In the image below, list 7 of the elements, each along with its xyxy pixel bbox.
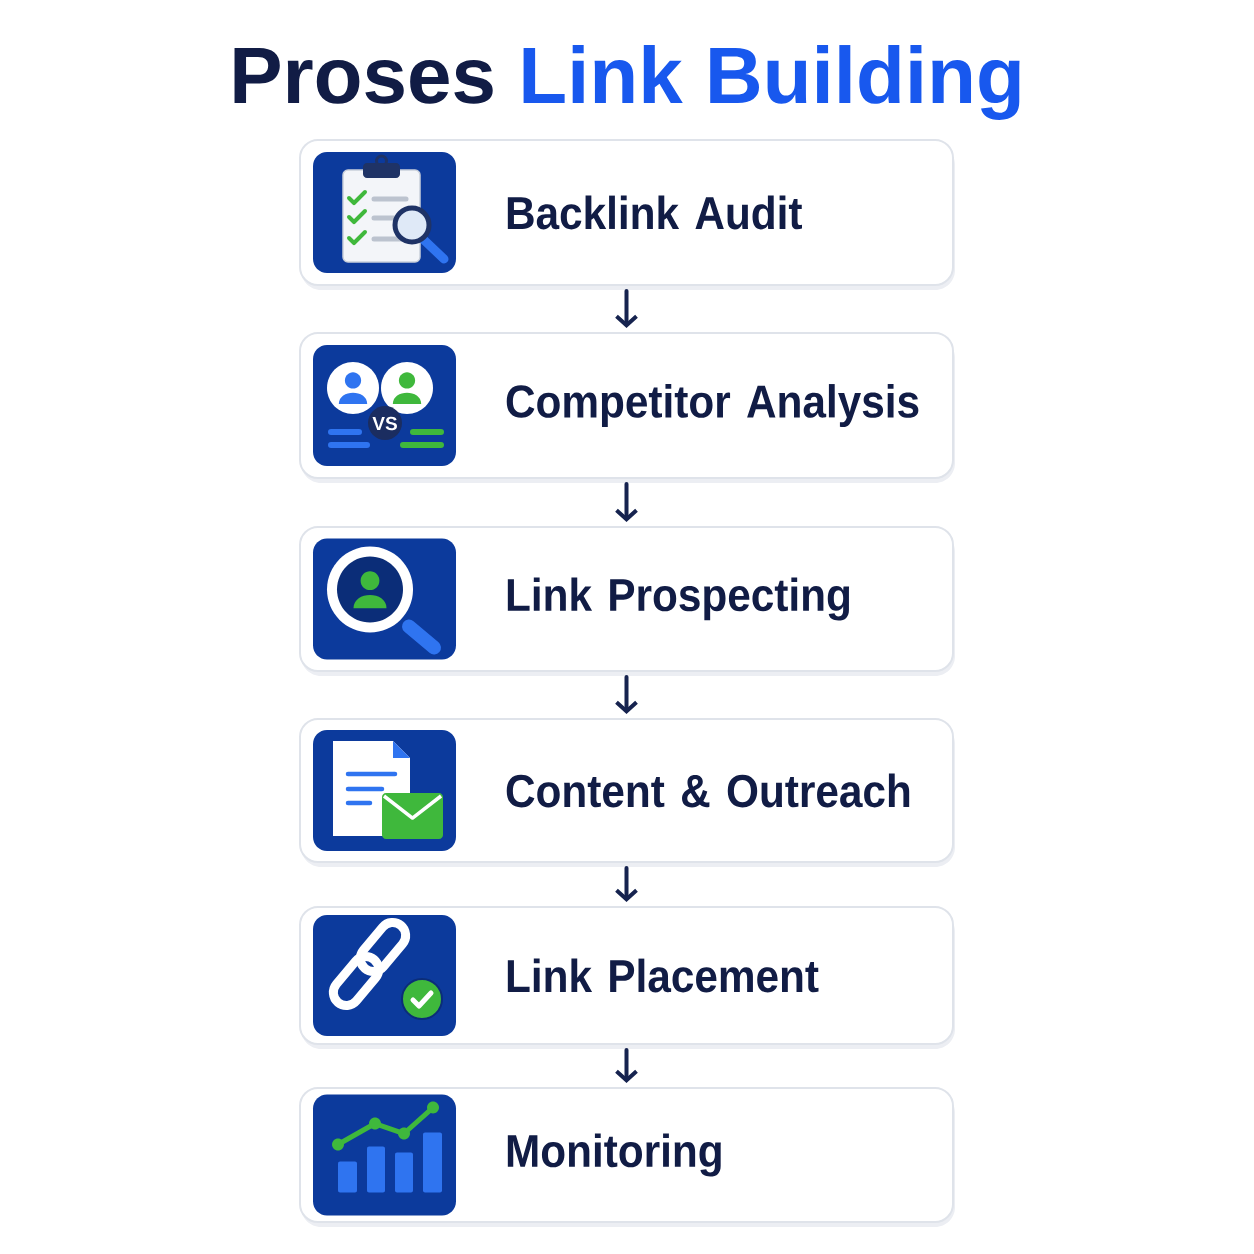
title: Proses Link Building bbox=[234, 45, 1020, 120]
icon-label: VS bbox=[372, 416, 397, 431]
arrow bbox=[615, 675, 638, 714]
arrow bbox=[615, 289, 638, 328]
arrow bbox=[615, 1048, 638, 1083]
arrow bbox=[615, 866, 638, 903]
arrow bbox=[615, 482, 638, 522]
